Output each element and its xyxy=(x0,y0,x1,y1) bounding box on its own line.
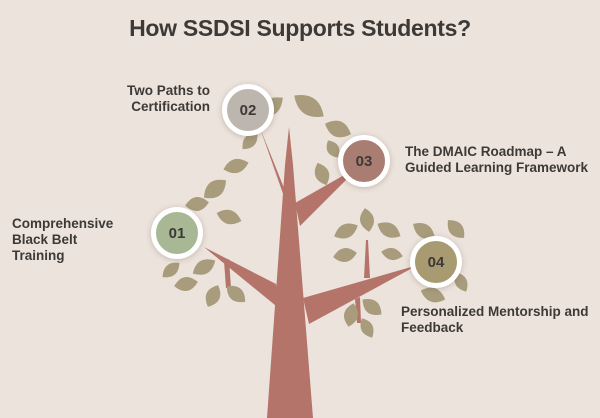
leaf-icon xyxy=(420,287,446,303)
step-label-02: Two Paths to Certification xyxy=(127,83,210,114)
leaf-icon xyxy=(325,120,351,138)
leaf-icon xyxy=(413,223,435,239)
leaf-icon xyxy=(223,158,249,174)
leaf-icon xyxy=(174,277,198,291)
step-badge-02: 02 xyxy=(222,84,274,136)
tree-leaves xyxy=(162,95,468,338)
leaf-icon xyxy=(360,208,374,232)
step-badge-04: 04 xyxy=(410,236,462,288)
step-number-04: 04 xyxy=(427,253,445,271)
leaf-icon xyxy=(326,140,340,158)
step-number-03: 03 xyxy=(355,152,373,170)
leaf-icon xyxy=(360,318,374,338)
leaf-icon xyxy=(203,179,227,199)
leaf-icon xyxy=(162,262,180,278)
leaf-icon xyxy=(333,248,357,262)
leaf-icon xyxy=(334,223,358,239)
step-label-01: Comprehensive Black Belt Training xyxy=(12,216,114,263)
step-label-04: Personalized Mentorship and Feedback xyxy=(401,304,589,335)
leaf-icon xyxy=(447,220,465,238)
leaf-icon xyxy=(226,285,246,303)
leaf-icon xyxy=(362,299,382,315)
step-badge-01: 01 xyxy=(151,207,203,259)
page-title: How SSDSI Supports Students? xyxy=(129,15,471,41)
leaf-icon xyxy=(294,95,324,117)
tree-branches xyxy=(204,128,418,324)
leaf-icon xyxy=(377,222,401,238)
step-number-01: 01 xyxy=(168,224,186,242)
leaf-icon xyxy=(192,259,216,275)
leaf-icon xyxy=(216,209,242,225)
leaf-icon xyxy=(314,162,330,186)
leaf-icon xyxy=(185,197,209,211)
leaf-icon xyxy=(205,285,221,307)
leaf-icon xyxy=(242,132,258,150)
step-number-02: 02 xyxy=(239,101,257,119)
leaf-icon xyxy=(343,303,359,327)
tree-trunk xyxy=(267,127,313,418)
step-badge-03: 03 xyxy=(338,135,390,187)
leaf-icon xyxy=(381,247,403,261)
leaf-icon xyxy=(454,272,468,292)
step-label-03: The DMAIC Roadmap – A Guided Learning Fr… xyxy=(405,144,589,175)
